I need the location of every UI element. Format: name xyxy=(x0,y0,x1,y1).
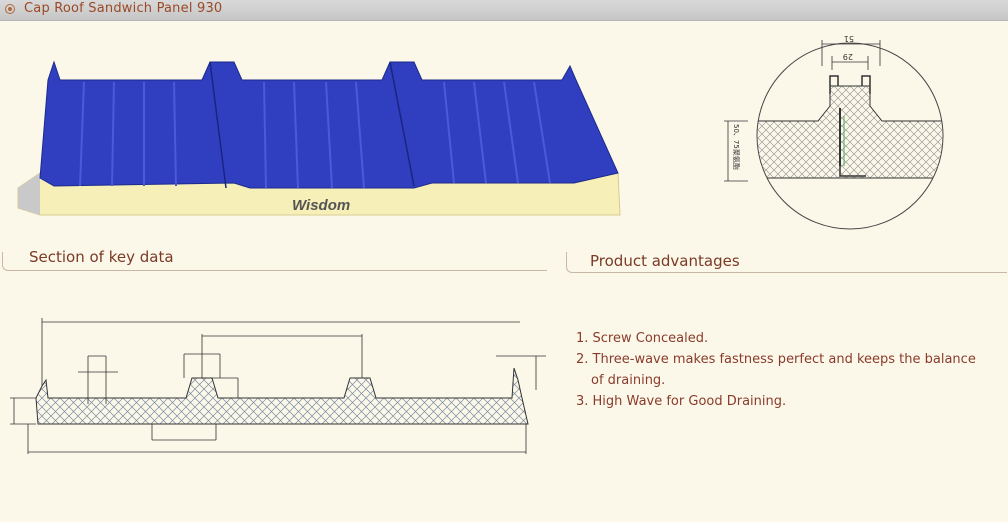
advantages-list: 1. Screw Concealed. 2. Three-wave makes … xyxy=(576,328,1008,412)
dim-inner: 29 xyxy=(843,52,853,61)
title-bar: Cap Roof Sandwich Panel 930 xyxy=(0,0,1008,21)
section-key-data-heading: Section of key data xyxy=(29,248,174,266)
cross-section-diagram xyxy=(10,318,546,454)
advantages-divider xyxy=(566,252,1007,273)
dim-side: 50、75聚氨酯 xyxy=(732,124,741,170)
advantage-item: 1. Screw Concealed. xyxy=(576,331,709,346)
advantage-item-continued: of draining. xyxy=(591,373,666,388)
page-title: Cap Roof Sandwich Panel 930 xyxy=(24,1,223,16)
key-data-divider xyxy=(2,252,547,271)
section-advantages-heading: Product advantages xyxy=(590,252,740,270)
joint-detail-diagram: 51 29 50、75聚氨酯 xyxy=(724,34,944,230)
panel-illustration: Wisdom xyxy=(17,60,621,216)
advantage-item: 2. Three-wave makes fastness perfect and… xyxy=(576,352,976,367)
bullet-icon xyxy=(5,4,15,14)
advantage-item: 3. High Wave for Good Draining. xyxy=(576,394,787,409)
dim-top: 51 xyxy=(844,34,854,43)
brand-label: Wisdom xyxy=(292,197,350,214)
